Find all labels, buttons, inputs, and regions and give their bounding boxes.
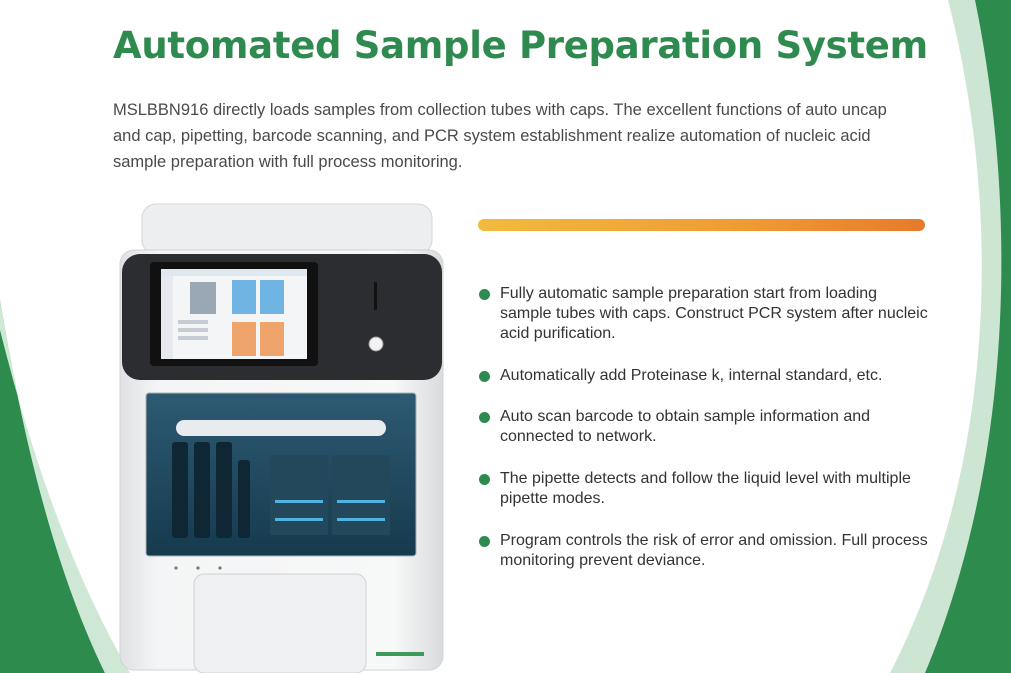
green-dot-icon	[479, 289, 490, 300]
green-dot-icon	[479, 474, 490, 485]
feature-text: Fully automatic sample preparation start…	[500, 285, 928, 342]
feature-item: Automatically add Proteinase k, internal…	[478, 366, 928, 386]
right-green-swoosh	[925, 0, 1011, 673]
feature-list: Fully automatic sample preparation start…	[478, 284, 928, 571]
feature-text: Automatically add Proteinase k, internal…	[500, 367, 883, 384]
feature-item: Fully automatic sample preparation start…	[478, 284, 928, 344]
green-dot-icon	[479, 536, 490, 547]
page-title: Automated Sample Preparation System	[113, 24, 928, 67]
feature-text: Auto scan barcode to obtain sample infor…	[500, 408, 871, 445]
left-green-swoosh	[0, 300, 105, 673]
feature-item: Auto scan barcode to obtain sample infor…	[478, 407, 928, 447]
sample-preparation-instrument-image	[119, 203, 444, 673]
feature-item: The pipette detects and follow the liqui…	[478, 469, 928, 509]
intro-paragraph: MSLBBN916 directly loads samples from co…	[113, 101, 887, 171]
green-dot-icon	[479, 412, 490, 423]
feature-item: Program controls the risk of error and o…	[478, 531, 928, 571]
green-dot-icon	[479, 371, 490, 382]
feature-text: Program controls the risk of error and o…	[500, 532, 928, 569]
accent-bar	[478, 219, 925, 231]
feature-text: The pipette detects and follow the liqui…	[500, 470, 911, 507]
